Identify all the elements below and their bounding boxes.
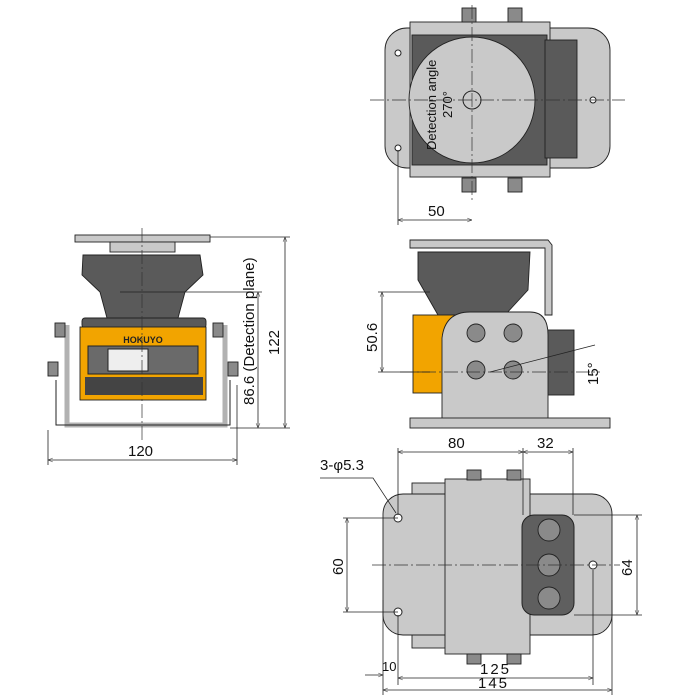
bolt <box>507 177 523 193</box>
scan-head <box>417 251 531 316</box>
detection-angle-value: 270° <box>440 91 455 118</box>
top-view: Detection angle 270° 50 <box>370 5 625 225</box>
bolt <box>506 653 522 665</box>
bolt <box>212 322 224 338</box>
base-plate <box>409 417 611 429</box>
dim-122: 122 <box>266 330 283 355</box>
bolt <box>466 653 482 665</box>
bolt <box>461 7 477 23</box>
bolt <box>54 322 66 338</box>
screw <box>466 360 486 380</box>
tilt-15-deg: 15° <box>585 362 602 385</box>
holes-callout: 3-φ5.3 <box>320 457 364 474</box>
bolt <box>506 469 522 481</box>
top-bracket <box>409 239 553 316</box>
bolt <box>227 361 239 377</box>
bolt <box>507 7 523 23</box>
head-base <box>81 317 207 329</box>
bolt <box>461 177 477 193</box>
dim-32: 32 <box>537 435 554 452</box>
side-bracket <box>441 311 549 421</box>
connector-3 <box>537 586 561 610</box>
vent <box>85 377 203 395</box>
dim-80: 80 <box>448 435 465 452</box>
dim-125: 125 <box>480 661 511 678</box>
dim-64: 64 <box>619 559 636 576</box>
dim-50-6: 50.6 <box>364 323 381 352</box>
top-plate <box>74 234 211 243</box>
scan-head <box>81 254 204 319</box>
dim-60: 60 <box>330 558 347 575</box>
front-view: HOKUYO 120 122 86.6 (Detection plane) <box>47 228 290 465</box>
screw <box>503 323 523 343</box>
side-view: 50.6 15° <box>364 239 611 429</box>
center-body <box>444 478 531 655</box>
fins <box>544 39 578 159</box>
dim-86-6-detection-plane: 86.6 (Detection plane) <box>241 257 258 405</box>
screw <box>503 360 523 380</box>
connector-1 <box>537 518 561 542</box>
bolt <box>466 469 482 481</box>
dim-145: 145 <box>478 675 509 692</box>
display <box>107 348 149 372</box>
hole <box>394 49 402 57</box>
bottom-view: 80 32 3-φ5.3 60 64 10 125 145 <box>320 435 642 695</box>
screw <box>466 323 486 343</box>
brand-logo: HOKUYO <box>123 335 163 345</box>
neck <box>109 241 176 253</box>
dim-10: 10 <box>382 659 396 674</box>
dim-50: 50 <box>428 203 445 220</box>
bolt <box>47 361 59 377</box>
detection-angle-label: Detection angle <box>424 60 439 150</box>
dim-120: 120 <box>128 443 153 460</box>
